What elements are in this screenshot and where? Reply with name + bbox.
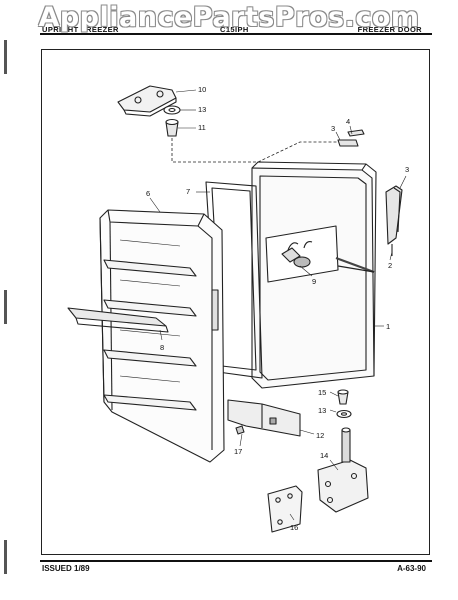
- screw-part: [235, 425, 245, 435]
- binder-mark: [4, 40, 7, 74]
- callout-13-bottom: 13: [318, 406, 326, 415]
- header-section: FREEZER DOOR: [357, 25, 422, 34]
- footer-page-code: A-63-90: [397, 564, 426, 573]
- binder-mark: [4, 290, 7, 324]
- top-bushing-part: [165, 118, 179, 137]
- callout-17: 17: [234, 447, 242, 456]
- callout-3-top: 3: [331, 124, 335, 133]
- header-product: UPRIGHT FREEZER: [42, 25, 119, 34]
- hinge-spacer-part: [267, 485, 303, 533]
- door-handle-part: [385, 185, 403, 256]
- outer-door-panel-part: [251, 161, 377, 389]
- callout-7: 7: [186, 187, 190, 196]
- callout-10: 10: [198, 85, 206, 94]
- top-hinge-part: [117, 85, 177, 117]
- header-rule: [40, 33, 432, 35]
- bottom-washer-part: [336, 409, 352, 419]
- binder-mark: [4, 540, 7, 574]
- callout-14: 14: [320, 451, 328, 460]
- callout-3-right: 3: [405, 165, 409, 174]
- callout-2: 2: [388, 261, 392, 270]
- callout-11: 11: [198, 123, 206, 132]
- callout-15: 15: [318, 388, 326, 397]
- callout-6: 6: [146, 189, 150, 198]
- diagram-frame: [41, 49, 430, 555]
- footer-issued: ISSUED 1/89: [42, 564, 90, 573]
- bottom-trim-bar-part: [227, 399, 301, 437]
- inner-door-liner-part: [99, 209, 225, 463]
- header-model: C15IPH: [220, 25, 249, 34]
- callout-12: 12: [316, 431, 324, 440]
- bottom-bushing-part: [337, 389, 349, 405]
- callout-16: 16: [290, 523, 298, 532]
- shelf-retainer-bar-part: [67, 307, 169, 333]
- top-washer-part: [163, 105, 181, 115]
- callout-1: 1: [386, 322, 390, 331]
- callout-9: 9: [312, 277, 316, 286]
- bottom-hinge-part: [317, 427, 369, 513]
- callout-8: 8: [160, 343, 164, 352]
- callout-13-top: 13: [198, 105, 206, 114]
- lock-detail-inset: [265, 225, 375, 283]
- callout-4: 4: [346, 117, 350, 126]
- handle-cap-part: [337, 129, 365, 147]
- watermark: AppliancePartsPros.com: [38, 2, 420, 33]
- footer-rule: [40, 560, 432, 562]
